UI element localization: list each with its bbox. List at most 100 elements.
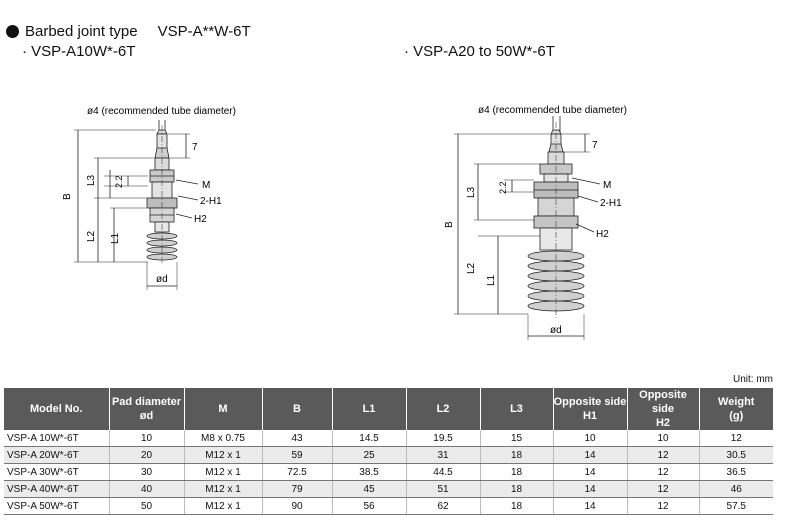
column-header: L1	[331, 388, 406, 430]
table-cell: 36.5	[698, 463, 773, 481]
right-dim-od: ød	[550, 325, 562, 336]
left-tube-note: ø4 (recommended tube diameter)	[87, 106, 236, 117]
table-cell: 25	[331, 446, 406, 464]
table-cell: 12	[626, 480, 699, 498]
right-technical-drawing: ø4 (recommended tube diameter) 7 B L3 2.…	[444, 105, 627, 340]
column-header-line: H2	[655, 417, 671, 429]
left-dim-l2: L2	[86, 230, 97, 242]
right-dim-l2: L2	[466, 262, 477, 274]
right-dim-l1: L1	[486, 274, 497, 286]
table-header-row: Model No. Pad diameter ød M B L1 L2 L3 Opposite …	[4, 388, 773, 430]
table-cell: 38.5	[331, 463, 406, 481]
table-cell: 12	[626, 497, 699, 515]
right-dim-7: 7	[592, 140, 598, 151]
table-cell: 14.5	[331, 430, 406, 447]
table-cell: 18	[479, 480, 553, 498]
left-view-label: · VSP-A10W*-6T	[22, 43, 136, 60]
left-dim-7: 7	[192, 142, 198, 153]
table-cell: 19.5	[405, 430, 480, 447]
table-cell: 12	[626, 463, 699, 481]
spec-table: Model No. Pad diameter ød M B L1 L2 L3 Opposite …	[4, 388, 773, 515]
heading-title: Barbed joint type	[25, 23, 138, 40]
column-header: M	[183, 388, 262, 430]
left-dim-2-2: 2.2	[114, 175, 124, 188]
heading-code: VSP-A**W-6T	[157, 23, 251, 40]
column-header: Weight (g)	[698, 388, 773, 430]
table-cell: VSP-A 20W*-6T	[4, 446, 109, 464]
table-cell: 50	[108, 497, 184, 515]
table-cell: 62	[405, 497, 480, 515]
table-cell: 90	[261, 497, 332, 515]
left-dim-l1: L1	[110, 232, 121, 244]
table-cell: VSP-A 50W*-6T	[4, 497, 109, 515]
right-dim-h1: 2-H1	[600, 198, 622, 209]
column-header-line: Model No.	[29, 403, 83, 415]
column-header-line: L1	[362, 403, 376, 415]
table-cell: VSP-A 40W*-6T	[4, 480, 109, 498]
table-cell: M8 x 0.75	[183, 430, 262, 447]
column-header: B	[261, 388, 332, 430]
table-cell: 51	[405, 480, 480, 498]
table-cell: 45	[331, 480, 406, 498]
table-cell: 43	[261, 430, 332, 447]
column-header: Model No.	[4, 388, 109, 430]
column-header-line: Pad diameter	[111, 396, 182, 408]
table-cell: 10	[552, 430, 627, 447]
table-cell: 46	[698, 480, 773, 498]
table-cell: 14	[552, 463, 627, 481]
table-cell: 20	[108, 446, 184, 464]
table-cell: 15	[479, 430, 553, 447]
table-cell: 14	[552, 497, 627, 515]
column-header-line: Opposite side	[639, 389, 687, 415]
table-cell: 10	[626, 430, 699, 447]
right-tube-note: ø4 (recommended tube diameter)	[478, 105, 627, 116]
right-dim-l3: L3	[466, 186, 477, 198]
table-cell: 10	[108, 430, 184, 447]
column-header-line: Opposite side	[553, 396, 627, 408]
column-header-line: M	[218, 403, 228, 415]
left-technical-drawing: ø4 (recommended tube diameter) 7 B L3 2.…	[62, 106, 236, 290]
table-cell: 30	[108, 463, 184, 481]
right-dim-h2: H2	[596, 229, 609, 240]
section-heading: Barbed joint type VSP-A**W-6T	[6, 23, 251, 40]
table-cell: VSP-A 30W*-6T	[4, 463, 109, 481]
column-header-line: L3	[510, 403, 523, 415]
column-header-line: H1	[582, 410, 598, 422]
table-cell: 31	[405, 446, 480, 464]
table-cell: M12 x 1	[183, 480, 262, 498]
table-cell: M12 x 1	[183, 463, 262, 481]
table-cell: 72.5	[261, 463, 332, 481]
table-cell: 30.5	[698, 446, 773, 464]
left-dim-h1: 2-H1	[200, 196, 222, 207]
table-cell: 40	[108, 480, 184, 498]
column-header-line: L2	[436, 403, 450, 415]
column-header-line: Weight	[718, 396, 755, 408]
table-cell: 18	[479, 463, 553, 481]
left-dim-h2: H2	[194, 214, 207, 225]
left-dim-b: B	[62, 193, 73, 200]
right-view-label: · VSP-A20 to 50W*-6T	[404, 43, 555, 60]
column-header: L3	[479, 388, 553, 430]
unit-note: Unit: mm	[733, 374, 773, 385]
table-cell: VSP-A 10W*-6T	[4, 430, 109, 447]
table-cell: 12	[626, 446, 699, 464]
table-cell: 79	[261, 480, 332, 498]
right-dim-2-2: 2.2	[498, 181, 508, 194]
table-cell: M12 x 1	[183, 497, 262, 515]
table-cell: 12	[698, 430, 773, 447]
table-cell: 14	[552, 480, 627, 498]
right-dim-b: B	[444, 221, 455, 228]
left-dim-m: M	[202, 180, 210, 191]
table-cell: 57.5	[698, 497, 773, 515]
column-header: Pad diameter ød	[108, 388, 184, 430]
table-cell: 44.5	[405, 463, 480, 481]
column-header-line: (g)	[729, 410, 744, 422]
table-cell: 18	[479, 497, 553, 515]
column-header-line: ød	[139, 410, 154, 422]
